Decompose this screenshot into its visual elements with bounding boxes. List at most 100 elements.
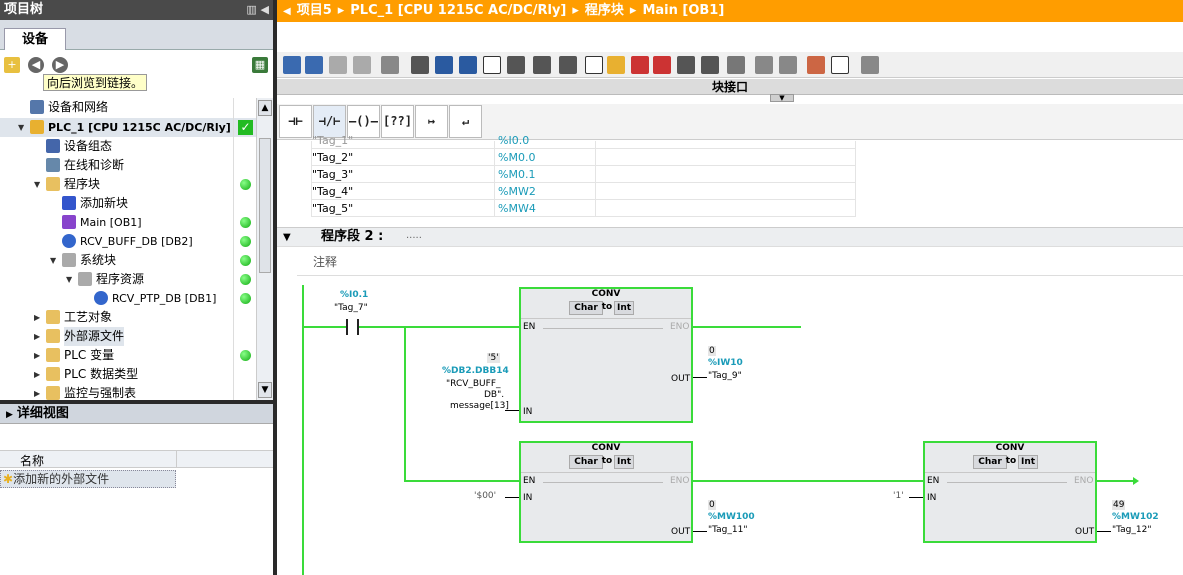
network-header[interactable]: ▼ — [277, 227, 1183, 247]
detail-item-add-external-file[interactable]: ✱添加新的外部文件 — [0, 470, 176, 488]
close-branch-button[interactable]: ↵ — [449, 105, 482, 138]
detail-view-title[interactable]: ▶详细视图 — [0, 404, 275, 424]
panel-splitter[interactable] — [0, 400, 275, 404]
tree-item-add-block[interactable]: 添加新块 — [0, 194, 256, 213]
tree-item-device-config[interactable]: 设备组态 — [0, 137, 256, 156]
network-title[interactable]: 程序段 2 : — [321, 229, 384, 244]
contact-right-plate[interactable] — [357, 319, 359, 335]
highlight-icon[interactable] — [607, 56, 625, 74]
tree-item-plc-tags[interactable]: ▶ PLC 变量 — [0, 346, 256, 365]
tree-item-online-diag[interactable]: 在线和诊断 — [0, 156, 256, 175]
collapse-left-icon[interactable]: ◀ — [283, 6, 291, 17]
tree-item-devices-networks[interactable]: 设备和网络 — [0, 98, 256, 117]
conv-block-3[interactable]: CONV Char to Int EN ENO IN OUT — [923, 441, 1097, 543]
contact-left-plate[interactable] — [346, 319, 348, 335]
goto-icon[interactable] — [727, 56, 745, 74]
call-hierarchy-icon[interactable] — [755, 56, 773, 74]
tag-info-icon[interactable] — [533, 56, 551, 74]
tab-devices[interactable]: 设备 — [4, 28, 66, 50]
column-header-name[interactable]: 名称 — [20, 454, 45, 468]
block-target-type[interactable]: Int — [614, 455, 634, 469]
breadcrumb-plc[interactable]: PLC_1 [CPU 1215C AC/DC/Rly] — [350, 3, 567, 18]
tree-item-tech-objects[interactable]: ▶ 工艺对象 — [0, 308, 256, 327]
collapse-arrow-icon[interactable]: ▼ — [50, 256, 57, 265]
monitor-icon[interactable] — [807, 56, 825, 74]
breadcrumb-program-blocks[interactable]: 程序块 — [584, 3, 624, 18]
append-row-icon[interactable] — [353, 56, 371, 74]
vertical-splitter[interactable] — [273, 0, 277, 575]
expand-arrow-icon[interactable]: ▶ — [6, 410, 13, 420]
block-interface-bar[interactable]: 块接口 — [277, 79, 1183, 95]
block-target-type[interactable]: Int — [614, 301, 634, 315]
expand-arrow-icon[interactable]: ▶ — [34, 389, 41, 398]
coil-button[interactable]: –()– — [347, 105, 380, 138]
collapse-network-icon[interactable]: ▼ — [283, 232, 291, 243]
collapse-arrow-icon[interactable]: ▼ — [66, 275, 73, 284]
block-target-type[interactable]: Int — [1018, 455, 1038, 469]
expand-arrow-icon[interactable]: ▶ — [34, 332, 41, 341]
tree-item-plc1[interactable]: ▼ PLC_1 [CPU 1215C AC/DC/Rly] ✓ — [0, 118, 256, 137]
tree-item-rcv-ptp-db[interactable]: RCV_PTP_DB [DB1] — [0, 289, 256, 308]
breakpoint-icon[interactable] — [631, 56, 649, 74]
tree-scrollbar[interactable]: ▲ ▼ — [256, 98, 273, 400]
forward-icon[interactable]: ▶ — [52, 57, 68, 73]
step-icon[interactable] — [677, 56, 695, 74]
conv-block-2[interactable]: CONV Char to Int EN ENO IN OUT — [519, 441, 693, 543]
comment-icon[interactable] — [483, 56, 501, 74]
conv-block-1[interactable]: CONV Char to Int EN ENO IN OUT — [519, 287, 693, 423]
pin-icon[interactable]: ▥ ◀ — [246, 3, 269, 16]
add-folder-icon[interactable]: + — [4, 57, 20, 73]
view-icon[interactable] — [585, 56, 603, 74]
open-all-icon[interactable] — [435, 56, 453, 74]
block-source-type[interactable]: Char — [569, 301, 603, 315]
scroll-up-icon[interactable]: ▲ — [258, 100, 272, 116]
var-table-row[interactable]: "Tag_4" %MW2 — [312, 183, 855, 200]
tree-item-program-blocks[interactable]: ▼ 程序块 — [0, 175, 256, 194]
block-source-type[interactable]: Char — [973, 455, 1007, 469]
var-table-row[interactable]: "Tag_2" %M0.0 — [312, 149, 855, 166]
var-table-row[interactable]: "Tag_1" %I0.0 — [312, 132, 855, 149]
no-contact-button[interactable]: ⊣⊢ — [279, 105, 312, 138]
step-over-icon[interactable] — [701, 56, 719, 74]
back-icon[interactable]: ◀ — [28, 57, 44, 73]
insert-network-icon[interactable] — [283, 56, 301, 74]
var-table-divider — [494, 141, 495, 217]
network-title-field[interactable]: ..... — [406, 230, 422, 241]
delete-network-icon[interactable] — [305, 56, 323, 74]
network-comment[interactable]: 注释 — [313, 255, 338, 269]
list-icon[interactable] — [411, 56, 429, 74]
clear-breakpoint-icon[interactable] — [653, 56, 671, 74]
collapse-arrow-icon[interactable]: ▼ — [34, 180, 41, 189]
tree-item-program-resources[interactable]: ▼ 程序资源 — [0, 270, 256, 289]
interface-expand-icon[interactable]: ▼ — [770, 94, 794, 102]
absolute-address-icon[interactable] — [381, 56, 399, 74]
empty-box-button[interactable]: [??] — [381, 105, 414, 138]
monitor-on-off-icon[interactable] — [831, 56, 849, 74]
tree-item-watch-force[interactable]: ▶ 监控与强制表 — [0, 384, 256, 400]
var-table-row[interactable]: "Tag_3" %M0.1 — [312, 166, 855, 183]
collapse-arrow-icon[interactable]: ▼ — [18, 123, 25, 132]
overview-icon[interactable]: ▦ — [252, 57, 268, 73]
nc-contact-button[interactable]: ⊣/⊢ — [313, 105, 346, 138]
expand-arrow-icon[interactable]: ▶ — [34, 370, 41, 379]
tag-info2-icon[interactable] — [559, 56, 577, 74]
assign-icon[interactable] — [779, 56, 797, 74]
expand-arrow-icon[interactable]: ▶ — [34, 313, 41, 322]
download-icon[interactable] — [861, 56, 879, 74]
expand-arrow-icon[interactable]: ▶ — [34, 351, 41, 360]
block-source-type[interactable]: Char — [569, 455, 603, 469]
open-branch-button[interactable]: ↦ — [415, 105, 448, 138]
tree-item-system-blocks[interactable]: ▼ 系统块 — [0, 251, 256, 270]
insert-row-icon[interactable] — [329, 56, 347, 74]
tree-item-plc-data-types[interactable]: ▶ PLC 数据类型 — [0, 365, 256, 384]
tree-item-external-sources[interactable]: ▶ 外部源文件 — [0, 327, 256, 346]
breadcrumb-project[interactable]: 项目5 — [296, 3, 332, 18]
tree-item-rcv-buff-db[interactable]: RCV_BUFF_DB [DB2] — [0, 232, 256, 251]
tree-item-main-ob1[interactable]: Main [OB1] — [0, 213, 256, 232]
close-all-icon[interactable] — [459, 56, 477, 74]
scroll-thumb[interactable] — [259, 138, 271, 273]
breadcrumb-main-ob1[interactable]: Main [OB1] — [642, 3, 725, 18]
var-table-row[interactable]: "Tag_5" %MW4 — [312, 200, 855, 217]
scroll-down-icon[interactable]: ▼ — [258, 382, 272, 398]
favorites-icon[interactable] — [507, 56, 525, 74]
